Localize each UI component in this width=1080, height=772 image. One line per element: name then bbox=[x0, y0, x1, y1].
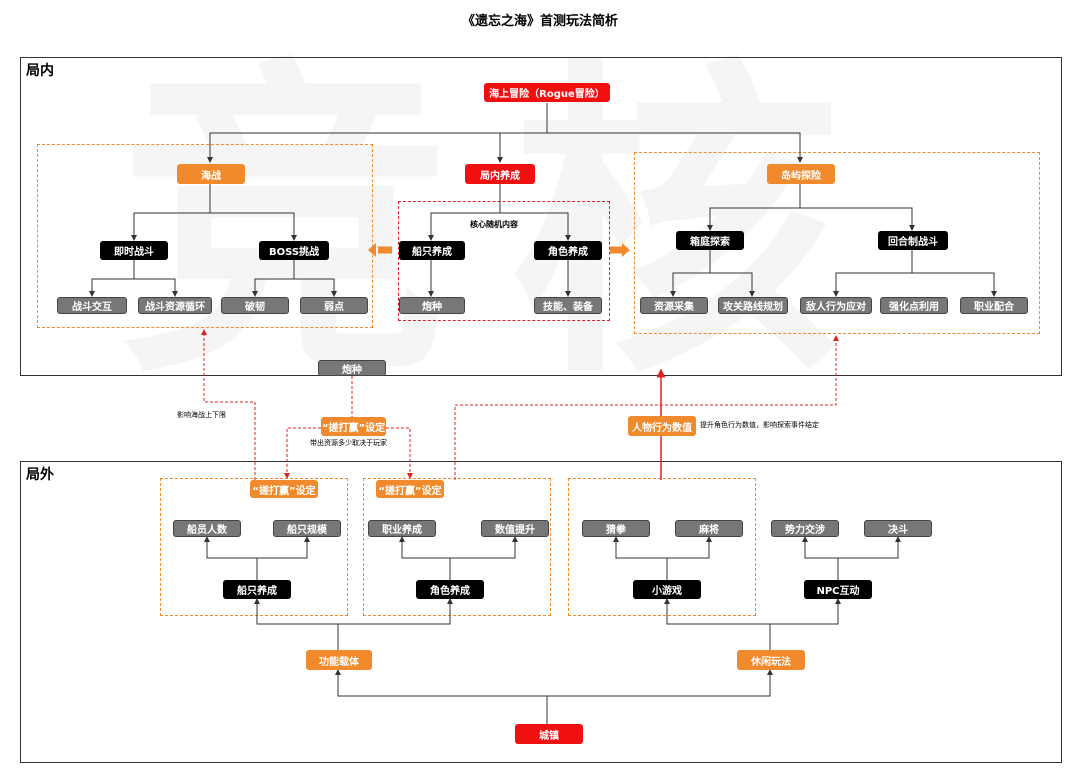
ship-growth-outer-node: 船只养成 bbox=[223, 580, 291, 599]
gacha-resource-note: 带出资源多少取决于玩家 bbox=[310, 439, 387, 447]
function-carrier-node: 功能载体 bbox=[306, 650, 372, 670]
npc-interaction-node: NPC互动 bbox=[804, 580, 872, 599]
leisure-play-node: 休闲玩法 bbox=[737, 650, 805, 670]
attribute-note: 提升角色行为数值，影响探索事件结定 bbox=[700, 421, 819, 429]
ship-growth-inner-node: 船只养成 bbox=[399, 241, 465, 260]
inner-growth-node: 局内养成 bbox=[465, 164, 535, 184]
cannon-type-middle-node: 炮种 bbox=[318, 360, 386, 376]
cannon-type-node: 炮种 bbox=[399, 297, 465, 314]
naval-battle-node: 海战 bbox=[177, 164, 245, 184]
character-attribute-node: 人物行为数值 bbox=[628, 416, 696, 436]
town-node: 城镇 bbox=[515, 724, 583, 744]
watermark: 竞核 bbox=[120, 33, 900, 417]
skills-equipment-node: 技能、装备 bbox=[534, 297, 602, 314]
sea-adventure-node: 海上冒险（Rogue冒险） bbox=[484, 83, 610, 102]
gacha-setting-ship-node: “搓打赢”设定 bbox=[250, 480, 318, 498]
route-planning-node: 攻关路线规划 bbox=[718, 297, 788, 314]
resource-loop-node: 战斗资源循环 bbox=[138, 297, 212, 314]
inner-section-label: 局内 bbox=[26, 63, 54, 79]
role-growth-inner-node: 角色养成 bbox=[534, 241, 602, 260]
growth-group bbox=[398, 201, 610, 321]
minigame-group bbox=[568, 478, 756, 616]
break-node: 破韧 bbox=[221, 297, 289, 314]
enemy-behavior-node: 敌人行为应对 bbox=[800, 297, 872, 314]
ship-size-node: 船只规模 bbox=[273, 520, 341, 537]
outer-section-frame bbox=[20, 461, 1062, 763]
island-group bbox=[634, 152, 1040, 334]
influence-negotiation-node: 势力交涉 bbox=[771, 520, 839, 537]
outer-section-label: 局外 bbox=[26, 467, 54, 483]
minigame-node: 小游戏 bbox=[633, 580, 701, 599]
role-growth-group bbox=[363, 478, 551, 616]
page-title: 《遗忘之海》首测玩法简析 bbox=[461, 14, 618, 29]
gacha-setting-role-node: “搓打赢”设定 bbox=[376, 480, 444, 498]
resource-gather-node: 资源采集 bbox=[640, 297, 708, 314]
job-growth-node: 职业养成 bbox=[368, 520, 436, 537]
boss-challenge-node: BOSS挑战 bbox=[259, 241, 329, 260]
naval-limit-note: 影响海战上下限 bbox=[177, 411, 226, 419]
value-up-node: 数值提升 bbox=[481, 520, 549, 537]
mahjong-node: 麻将 bbox=[675, 520, 743, 537]
gacha-setting-middle-node: “搓打赢”设定 bbox=[321, 417, 386, 436]
box-garden-explore-node: 箱庭探索 bbox=[676, 231, 744, 250]
duel-node: 决斗 bbox=[864, 520, 932, 537]
naval-group bbox=[37, 144, 373, 328]
turn-based-battle-node: 回合制战斗 bbox=[878, 231, 948, 250]
job-coordination-node: 职业配合 bbox=[960, 297, 1028, 314]
island-adventure-node: 岛屿探险 bbox=[767, 164, 835, 184]
enhance-point-node: 强化点利用 bbox=[880, 297, 948, 314]
role-growth-outer-node: 角色养成 bbox=[416, 580, 484, 599]
inner-section-frame bbox=[20, 57, 1062, 376]
mora-node: 猜拳 bbox=[582, 520, 650, 537]
core-random-label: 核心随机内容 bbox=[470, 220, 518, 229]
combat-interaction-node: 战斗交互 bbox=[57, 297, 127, 314]
ship-growth-group bbox=[160, 478, 348, 616]
crew-count-node: 船员人数 bbox=[173, 520, 241, 537]
realtime-battle-node: 即时战斗 bbox=[100, 241, 168, 260]
weakness-node: 弱点 bbox=[300, 297, 368, 314]
